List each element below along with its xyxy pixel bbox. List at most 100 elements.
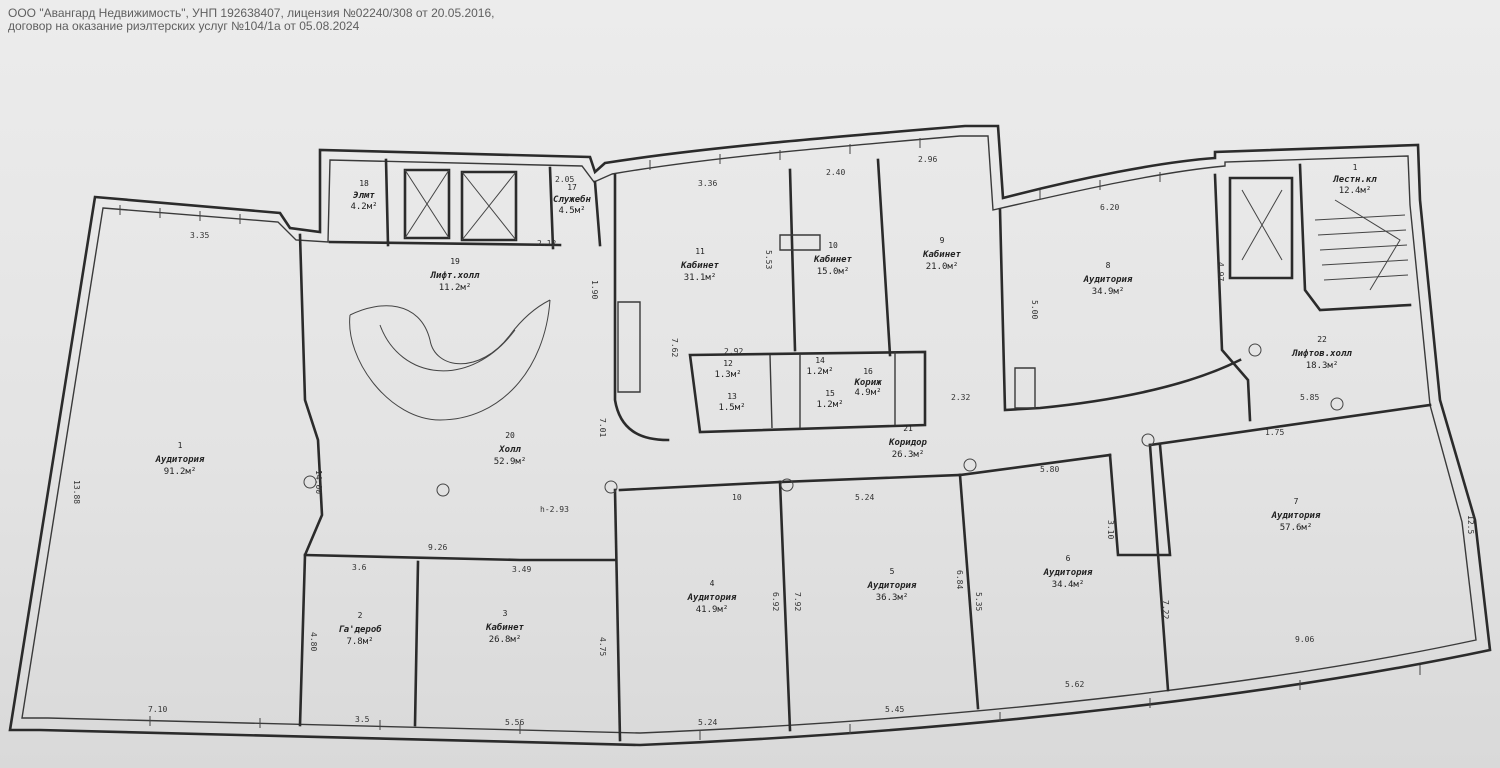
dim-label: 1.90 <box>590 280 599 299</box>
svg-text:Кабинет: Кабинет <box>922 249 962 260</box>
svg-text:Лифт.холл: Лифт.холл <box>430 271 480 281</box>
svg-text:1.2м²: 1.2м² <box>816 400 843 410</box>
room-15: 15 1.2м² <box>816 389 843 410</box>
room-6: 6 Аудитория 34.4м² <box>1043 554 1093 590</box>
dim-label: 1.75 <box>1265 428 1284 437</box>
svg-text:Аудитория: Аудитория <box>1083 275 1133 285</box>
room-7: 7 Аудитория 57.6м² <box>1271 497 1321 533</box>
svg-text:8: 8 <box>1106 261 1111 270</box>
dim-label: 5.24 <box>855 493 874 502</box>
svg-text:1: 1 <box>178 441 183 450</box>
dim-label: 14.00 <box>314 470 323 494</box>
svg-text:1.5м²: 1.5м² <box>718 403 745 413</box>
svg-text:Служебн: Служебн <box>553 194 592 205</box>
header-line-1: ООО "Авангард Недвижимость", УНП 1926384… <box>8 6 495 20</box>
dim-label: 12.5 <box>1466 515 1475 534</box>
svg-text:52.9м²: 52.9м² <box>494 457 527 467</box>
svg-text:9: 9 <box>940 236 945 245</box>
room-12: 12 1.3м² <box>714 359 741 380</box>
room-3: 3 Кабинет 26.8м² <box>485 609 525 645</box>
svg-text:10: 10 <box>828 241 838 250</box>
svg-text:26.3м²: 26.3м² <box>892 450 925 460</box>
dim-label: 5.62 <box>1065 680 1084 689</box>
svg-text:Га'дероб: Га'дероб <box>338 624 382 635</box>
dim-label: 3.10 <box>1106 520 1115 539</box>
svg-text:4.5м²: 4.5м² <box>558 206 585 216</box>
svg-text:17: 17 <box>567 183 577 192</box>
dim-label: 9.06 <box>1295 635 1314 644</box>
room-18: 18 Элмт 4.2м² <box>350 179 377 212</box>
svg-text:1.2м²: 1.2м² <box>806 367 833 377</box>
svg-text:20: 20 <box>505 431 515 440</box>
dim-label: h-2.93 <box>540 505 569 514</box>
interior-walls <box>300 160 1430 740</box>
svg-text:6: 6 <box>1066 554 1071 563</box>
room-22: 22 Лифтов.холл 18.3м² <box>1291 335 1352 371</box>
svg-text:Кабинет: Кабинет <box>485 622 525 633</box>
room-17: 17 Служебн 4.5м² <box>553 183 592 216</box>
dim-label: 3.49 <box>512 565 531 574</box>
dim-label: 5.45 <box>885 705 904 714</box>
dim-label: 5.85 <box>1300 393 1319 402</box>
svg-text:19: 19 <box>450 257 460 266</box>
svg-text:21: 21 <box>903 424 913 433</box>
svg-text:11.2м²: 11.2м² <box>439 283 472 293</box>
svg-text:Коридор: Коридор <box>888 438 928 448</box>
svg-text:1.3м²: 1.3м² <box>714 370 741 380</box>
svg-text:18.3м²: 18.3м² <box>1306 361 1339 371</box>
svg-text:31.1м²: 31.1м² <box>684 273 717 283</box>
room-11: 11 Кабинет 31.1м² <box>680 247 720 283</box>
room-19: 19 Лифт.холл 11.2м² <box>430 257 480 293</box>
svg-text:Кабинет: Кабинет <box>680 260 720 271</box>
svg-text:15.0м²: 15.0м² <box>817 267 850 277</box>
dim-label: 7.92 <box>793 592 802 611</box>
dim-label: 4.75 <box>598 637 607 656</box>
svg-text:7: 7 <box>1294 497 1299 506</box>
svg-text:21.0м²: 21.0м² <box>926 262 959 272</box>
dim-label: 5.24 <box>698 718 717 727</box>
svg-text:18: 18 <box>359 179 369 188</box>
dim-label: 7.62 <box>670 338 679 357</box>
svg-text:3: 3 <box>503 609 508 618</box>
svg-text:1: 1 <box>1353 163 1358 172</box>
dimension-labels: 3.35 13.88 7.10 3.5 5.56 5.24 5.45 5.62 … <box>72 155 1475 727</box>
dim-label: 5.80 <box>1040 465 1059 474</box>
dim-label: 7.10 <box>148 705 167 714</box>
room-1: 1 Аудитория 91.2м² <box>155 441 205 477</box>
room-5: 5 Аудитория 36.3м² <box>867 567 917 603</box>
room-8: 8 Аудитория 34.9м² <box>1083 261 1133 297</box>
svg-text:Кабинет: Кабинет <box>813 254 853 265</box>
dim-label: 6.20 <box>1100 203 1119 212</box>
svg-text:41.9м²: 41.9м² <box>696 605 729 615</box>
dim-label: 5.00 <box>1030 300 1039 319</box>
dim-label: 13.88 <box>72 480 81 504</box>
svg-text:15: 15 <box>825 389 835 398</box>
svg-text:36.3м²: 36.3м² <box>876 593 909 603</box>
svg-text:Аудитория: Аудитория <box>1043 568 1093 578</box>
dim-label: 2.32 <box>951 393 970 402</box>
dim-label: 4.97 <box>1216 262 1225 281</box>
dim-label: 4.80 <box>309 632 318 651</box>
dim-label: 2.96 <box>918 155 937 164</box>
dim-label: 2.12 <box>537 239 556 248</box>
watermark-header: ООО "Авангард Недвижимость", УНП 1926384… <box>8 7 494 33</box>
dim-label: 2.05 <box>555 175 574 184</box>
room-14: 14 1.2м² <box>806 356 833 377</box>
svg-text:4.9м²: 4.9м² <box>854 388 881 398</box>
svg-text:Элмт: Элмт <box>353 191 375 201</box>
outer-walls <box>10 126 1490 745</box>
dim-label: 9.26 <box>428 543 447 552</box>
svg-text:16: 16 <box>863 367 873 376</box>
room-10: 10 Кабинет 15.0м² <box>813 241 853 277</box>
svg-text:2: 2 <box>358 611 363 620</box>
svg-text:22: 22 <box>1317 335 1327 344</box>
header-line-2: договор на оказание риэлтерских услуг №1… <box>8 19 360 33</box>
dim-label: 5.56 <box>505 718 524 727</box>
room-21: 21 Коридор 26.3м² <box>888 424 928 460</box>
svg-text:57.6м²: 57.6м² <box>1280 523 1313 533</box>
svg-text:12.4м²: 12.4м² <box>1339 186 1372 196</box>
dim-label: 3.36 <box>698 179 717 188</box>
svg-text:Лестн.кл: Лестн.кл <box>1332 175 1377 185</box>
fixtures <box>304 235 1343 496</box>
